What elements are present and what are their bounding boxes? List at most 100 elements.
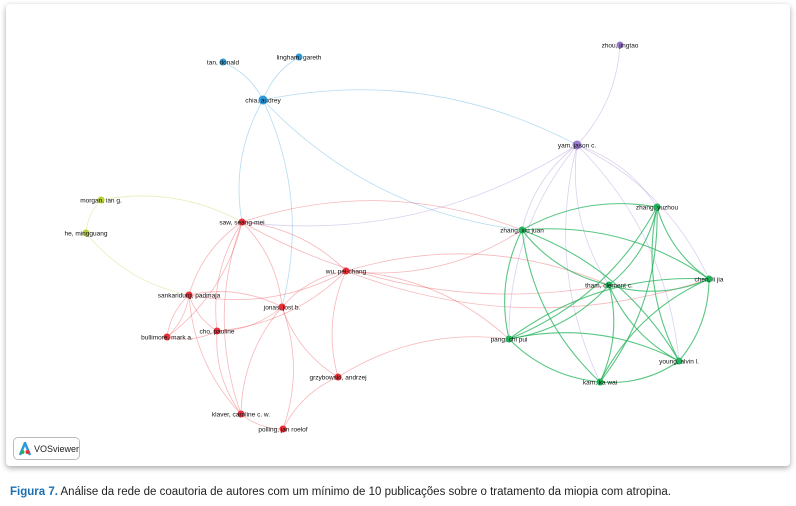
- author-node[interactable]: chia, audrey: [245, 95, 281, 105]
- network-panel: tan, donald lingham, gareth chia, audrey zh…: [6, 4, 790, 466]
- coauthor-link: [262, 89, 578, 146]
- coauthor-link: [521, 229, 610, 286]
- coauthor-link: [216, 330, 242, 415]
- coauthor-link: [241, 221, 610, 295]
- node-circle[interactable]: [605, 281, 613, 289]
- coauthor-link: [504, 229, 523, 340]
- author-node[interactable]: young, alvin l.: [659, 357, 699, 366]
- author-node[interactable]: tan, donald: [207, 58, 240, 67]
- coauthor-link: [576, 44, 621, 146]
- node-circle[interactable]: [279, 425, 287, 433]
- coauthor-link: [166, 221, 243, 338]
- coauthor-link: [166, 294, 190, 338]
- node-circle[interactable]: [518, 226, 526, 234]
- node-circle[interactable]: [616, 41, 624, 49]
- node-circle[interactable]: [505, 335, 513, 343]
- coauthor-link: [345, 229, 523, 274]
- coauthor-link: [599, 284, 615, 383]
- author-node[interactable]: grzybowski, andrzej: [309, 373, 367, 382]
- author-label: grzybowski, andrzej: [309, 374, 366, 381]
- node-circle[interactable]: [163, 333, 171, 341]
- coauthor-link: [599, 278, 710, 383]
- author-label: chen, li jia: [695, 276, 724, 283]
- author-node[interactable]: jonas, jost b.: [263, 303, 301, 312]
- author-label: tham, clement c.: [585, 282, 633, 289]
- author-label: morgan, ian g.: [80, 197, 122, 204]
- node-circle[interactable]: [237, 410, 245, 418]
- author-label: tan, donald: [207, 59, 240, 66]
- vosviewer-logo[interactable]: VOSviewer: [13, 437, 80, 460]
- author-node[interactable]: cho, pauline: [199, 327, 235, 336]
- author-node[interactable]: morgan, ian g.: [80, 196, 122, 205]
- author-node[interactable]: klaver, caroline c. w.: [212, 410, 270, 419]
- coauthor-link: [281, 306, 294, 430]
- author-node[interactable]: kam, ka wai: [583, 378, 617, 387]
- node-circle[interactable]: [295, 53, 303, 61]
- coauthor-link: [166, 330, 218, 340]
- coauthor-link: [576, 144, 680, 362]
- author-node[interactable]: sankaridurg, padmaja: [158, 291, 221, 300]
- author-label: zhou, jingtao: [602, 42, 639, 49]
- node-circle[interactable]: [278, 303, 286, 311]
- coauthor-link: [85, 232, 190, 296]
- node-circle[interactable]: [238, 218, 246, 226]
- node-circle[interactable]: [653, 203, 661, 211]
- coauthor-link: [521, 144, 578, 231]
- node-circle[interactable]: [334, 373, 342, 381]
- coauthor-link: [651, 206, 680, 362]
- coauthor-link: [281, 270, 347, 308]
- node-circle[interactable]: [596, 378, 604, 386]
- coauthor-link: [216, 270, 347, 332]
- coauthor-link: [521, 203, 658, 231]
- author-node[interactable]: pang, chi pui: [491, 335, 528, 344]
- author-label: chia, audrey: [245, 97, 281, 104]
- coauthor-link: [100, 195, 243, 223]
- caption-text: Análise da rede de coautoria de autores …: [57, 486, 671, 498]
- coauthor-link: [241, 144, 578, 227]
- coauthor-link: [565, 144, 601, 383]
- coauthor-link: [188, 294, 242, 415]
- node-circle[interactable]: [572, 140, 582, 150]
- coauthor-link: [215, 221, 243, 332]
- coauthor-link: [599, 360, 680, 384]
- node-circle[interactable]: [342, 267, 350, 275]
- coauthor-link: [656, 206, 710, 280]
- node-circle[interactable]: [705, 275, 713, 283]
- coauthor-link: [508, 144, 578, 340]
- node-circle[interactable]: [185, 291, 193, 299]
- node-circle[interactable]: [82, 229, 90, 237]
- author-node[interactable]: tham, clement c.: [585, 281, 633, 290]
- author-node[interactable]: zhang, xiu juan: [500, 226, 544, 235]
- author-node[interactable]: he, mingguang: [64, 229, 108, 238]
- author-node[interactable]: bullimore, mark a.: [141, 333, 193, 342]
- coauthor-link: [241, 221, 283, 308]
- coauthor-link: [282, 376, 339, 430]
- coauthor-link: [508, 338, 601, 383]
- vosviewer-logo-text: VOSviewer: [33, 443, 79, 454]
- node-circle[interactable]: [675, 357, 683, 365]
- coauthor-link: [576, 144, 658, 208]
- coauthor-link: [262, 56, 300, 101]
- author-node[interactable]: chen, li jia: [695, 275, 724, 284]
- author-node[interactable]: saw, seang-mei: [219, 218, 265, 227]
- coauthorship-network: tan, donald lingham, gareth chia, audrey zh…: [64, 41, 724, 434]
- coauthor-link: [216, 306, 283, 332]
- author-node[interactable]: polling, jan roelof: [258, 425, 308, 434]
- coauthor-link: [508, 284, 610, 340]
- author-node[interactable]: lingham, gareth: [277, 53, 322, 62]
- coauthor-link: [678, 278, 710, 362]
- author-node[interactable]: yam, jason c.: [558, 140, 596, 150]
- node-circle[interactable]: [97, 196, 105, 204]
- author-node[interactable]: zhou, jingtao: [602, 41, 639, 50]
- coauthor-link: [521, 229, 680, 362]
- coauthor-link: [574, 144, 610, 286]
- author-label: yam, jason c.: [558, 142, 596, 149]
- node-circle[interactable]: [258, 95, 268, 105]
- coauthor-link: [521, 229, 601, 383]
- author-label: polling, jan roelof: [258, 426, 307, 433]
- node-circle[interactable]: [213, 327, 221, 335]
- coauthor-link: [521, 228, 710, 280]
- author-node[interactable]: wu, pei-chang: [325, 267, 367, 276]
- author-node[interactable]: zhang, yuzhou: [636, 203, 679, 212]
- node-circle[interactable]: [219, 58, 227, 66]
